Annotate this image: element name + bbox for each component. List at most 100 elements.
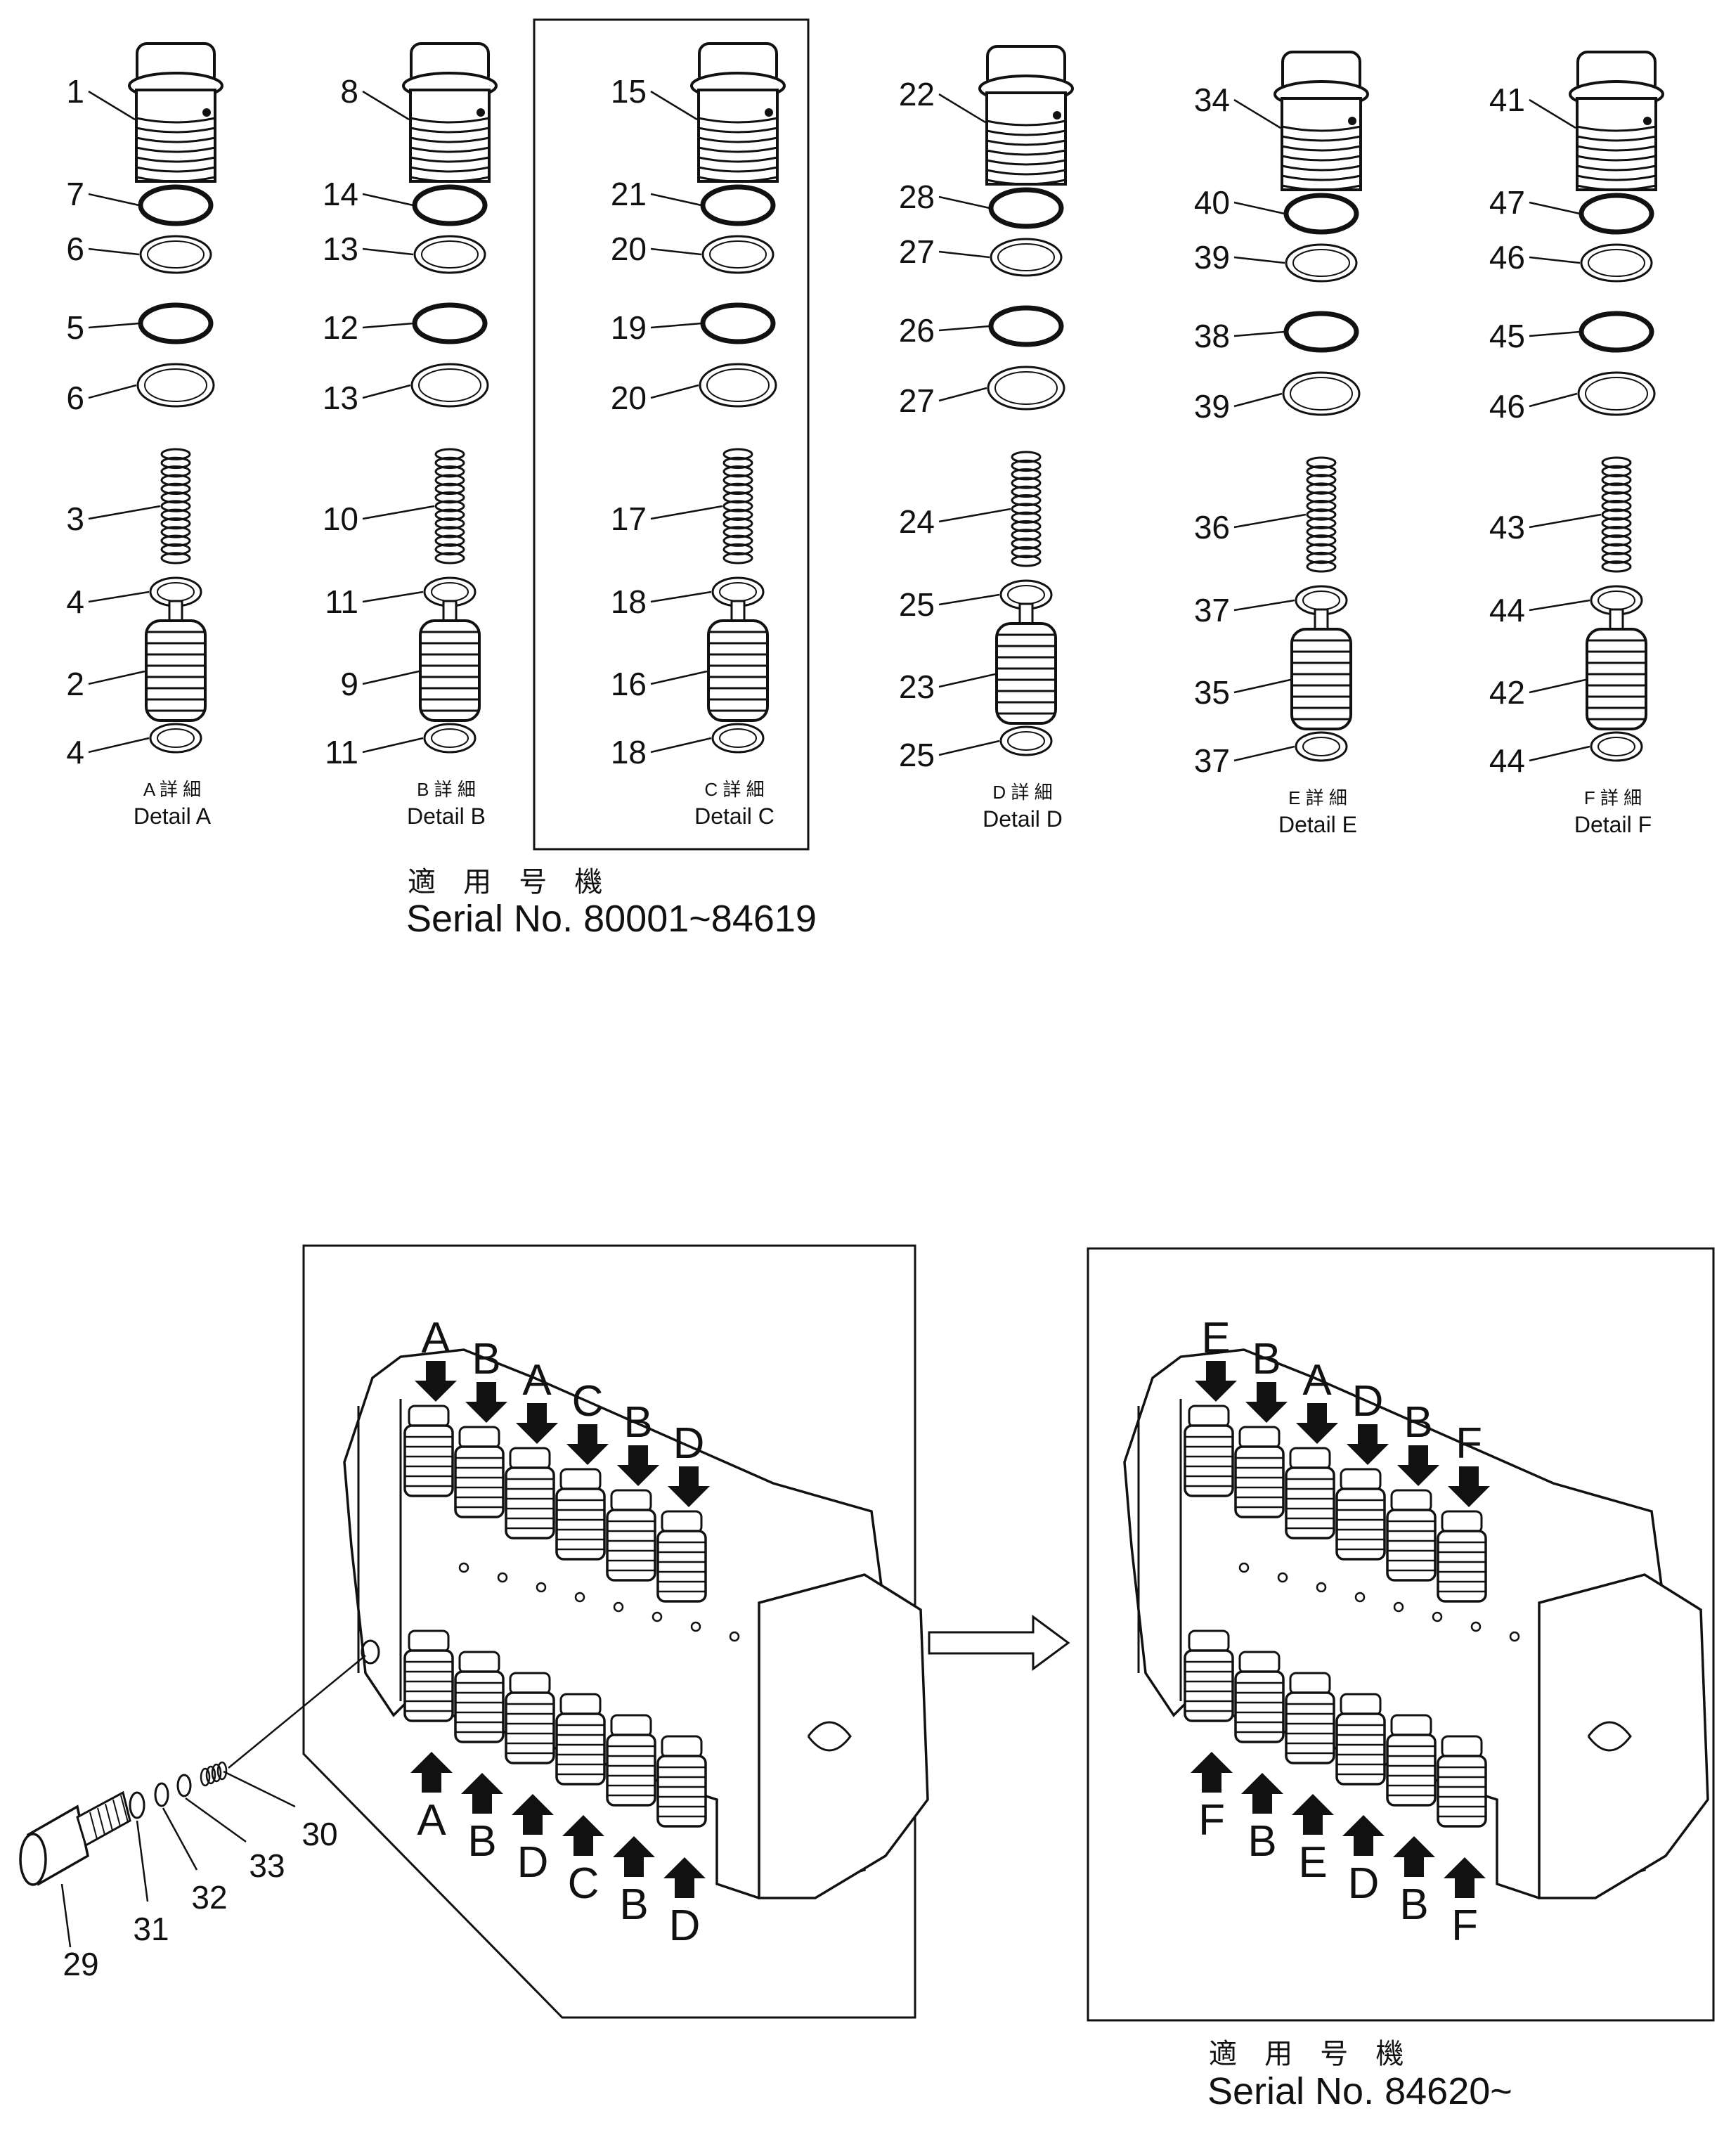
part-number-label: 22 <box>899 76 935 112</box>
spring-coil-icon <box>434 465 465 478</box>
up-arrow-icon <box>410 1752 453 1793</box>
spool-head-icon <box>1188 1629 1230 1653</box>
spring-coil-icon <box>1601 482 1632 495</box>
bolt-hole-icon <box>690 1621 701 1632</box>
seat-ring-icon <box>149 723 202 754</box>
spool-body-icon <box>606 1509 656 1582</box>
spring-coil-icon <box>1601 491 1632 504</box>
leader-line <box>362 505 435 520</box>
leader-line <box>362 384 411 399</box>
cap-port-icon <box>1643 117 1652 125</box>
part-number-label: 35 <box>1194 674 1230 711</box>
o-ring-icon <box>129 1791 145 1819</box>
spring-coil-icon <box>160 543 191 556</box>
cap-body-icon <box>135 89 216 183</box>
up-arrow-icon <box>1342 1815 1385 1856</box>
leader-line <box>938 250 990 259</box>
upper-port-label: D <box>673 1419 705 1468</box>
lower-spool <box>1234 1651 1285 1743</box>
backup-ring-icon <box>176 1774 192 1797</box>
spring-coil-icon <box>160 552 191 564</box>
part-number-label: 11 <box>325 583 358 620</box>
spool-head-icon <box>509 1672 551 1696</box>
cap-thread-icon <box>698 156 778 163</box>
cap-thread-icon <box>986 169 1066 176</box>
upper-spool <box>403 1405 454 1497</box>
backup-ring-icon <box>990 238 1063 277</box>
transition-arrow-icon <box>928 1615 1070 1671</box>
lower-spool <box>555 1693 606 1786</box>
spring-coil-icon <box>1601 543 1632 555</box>
upper-spool <box>656 1510 707 1603</box>
part-number-label: 14 <box>323 176 358 212</box>
spring-coil-icon <box>1011 459 1042 472</box>
seat-ring-icon-inner <box>157 582 195 602</box>
leader-line <box>1233 513 1307 529</box>
cap-thread-icon <box>986 129 1066 136</box>
leader-line <box>1529 98 1576 129</box>
detail-caption-jp: C 詳 細 <box>704 779 764 800</box>
leader-line <box>1233 330 1285 337</box>
spool-body-icon <box>505 1466 555 1539</box>
seat-ring-icon-inner <box>1007 585 1045 605</box>
part-number-label: 27 <box>899 382 935 419</box>
part-number-label: 46 <box>1489 388 1525 425</box>
leader-line <box>650 384 699 399</box>
part-number-label: 4 <box>66 583 84 620</box>
spool-head-icon <box>661 1510 703 1534</box>
spring-coil-icon <box>160 448 191 460</box>
down-arrow-icon <box>1195 1361 1237 1402</box>
down-arrow-icon <box>1448 1466 1490 1507</box>
plug-shank-icon <box>76 1790 131 1847</box>
o-ring-icon <box>1283 311 1359 353</box>
spring-coil-icon <box>1306 525 1337 538</box>
part-number-label: 3 <box>66 501 84 537</box>
part-number-label: 12 <box>323 309 358 346</box>
spool-head-icon <box>1289 1447 1331 1471</box>
part-number-label: 18 <box>611 734 647 770</box>
serial-bottom-text: Serial No. 84620~ <box>1207 2070 1512 2112</box>
cap-thread-icon <box>410 146 490 153</box>
spool-head-icon <box>408 1405 450 1428</box>
spool-body-icon <box>1285 1691 1335 1764</box>
cap-thread-icon <box>1281 125 1361 132</box>
lower-spool <box>1335 1693 1386 1786</box>
backup-ring-icon-inner <box>1290 377 1353 411</box>
spool-body-icon <box>505 1691 555 1764</box>
cap-port-icon <box>477 108 485 117</box>
spring-coil-icon <box>160 474 191 486</box>
detail-caption-jp: D 詳 細 <box>992 782 1052 803</box>
backup-ring-icon <box>699 363 777 408</box>
leader-line <box>88 505 161 520</box>
leader-line <box>1529 330 1581 337</box>
bolt-hole-icon <box>729 1631 740 1642</box>
leader-line <box>223 1770 296 1808</box>
down-arrow-icon <box>617 1445 659 1486</box>
spring-coil-icon <box>1601 456 1632 469</box>
spool-head-icon <box>408 1629 450 1653</box>
spool-body-icon <box>1437 1530 1487 1603</box>
seat-ring-icon <box>1590 731 1643 762</box>
cap-thread-icon <box>1576 145 1657 152</box>
backup-ring-icon <box>139 235 212 274</box>
spring-coil-icon <box>434 482 465 496</box>
plug-face-icon <box>19 1833 47 1886</box>
detail-caption-jp: A 詳 細 <box>143 779 201 800</box>
backup-ring-icon <box>1580 243 1653 283</box>
spring-coil-icon <box>1601 508 1632 521</box>
spring-coil-icon <box>722 465 753 478</box>
part-number-label: 44 <box>1489 592 1525 628</box>
spring-coil-icon <box>1601 534 1632 547</box>
upper-port-label: C <box>572 1377 604 1426</box>
o-ring-icon <box>700 302 776 344</box>
leader-line <box>938 387 987 402</box>
leader-line <box>1529 201 1581 215</box>
cap-thread-icon <box>1576 174 1657 181</box>
part-number-label: 40 <box>1194 184 1230 221</box>
cap-body-icon <box>985 91 1067 186</box>
cap-thread-icon <box>698 146 778 153</box>
lower-port-label: E <box>1298 1838 1327 1887</box>
spring-coil-icon <box>434 543 465 556</box>
leader-line <box>1233 98 1281 129</box>
spring-coil-icon <box>434 552 465 564</box>
